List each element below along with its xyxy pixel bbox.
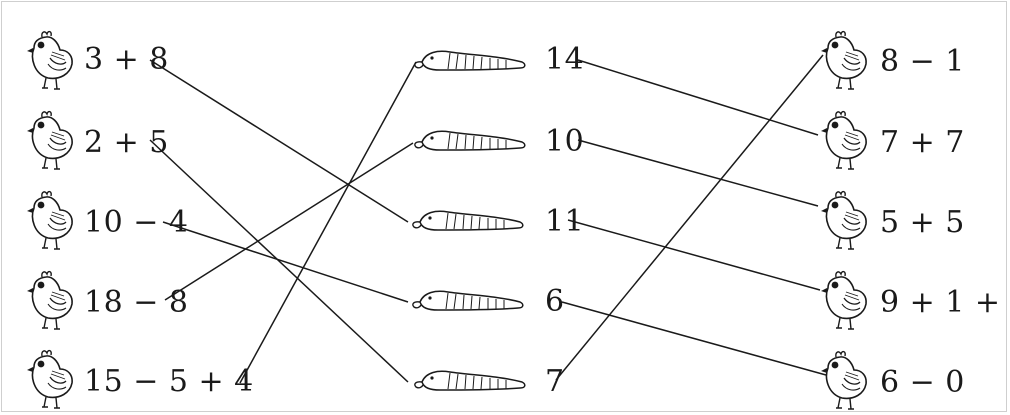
chick-icon bbox=[27, 32, 72, 89]
worm-icon bbox=[415, 371, 525, 390]
link-18minus8-to-10 bbox=[165, 143, 413, 300]
link-15minus5plus4-to-14 bbox=[240, 62, 416, 383]
chick-icon bbox=[27, 272, 72, 329]
chick-icon bbox=[27, 351, 72, 408]
worm-icon bbox=[413, 211, 523, 230]
link-10-to-5plus5 bbox=[578, 140, 818, 206]
link-11-to-9plus1plus1 bbox=[568, 220, 820, 290]
link-3plus8-to-11 bbox=[150, 60, 408, 222]
link-10minus4-to-6 bbox=[163, 222, 408, 302]
chick-icon bbox=[821, 352, 866, 409]
worm-icon bbox=[413, 291, 523, 310]
chick-icon bbox=[821, 112, 866, 169]
link-7-to-8minus1 bbox=[556, 55, 823, 380]
chick-icon bbox=[27, 112, 72, 169]
worm-icon bbox=[415, 131, 525, 150]
chick-icon bbox=[27, 192, 72, 249]
link-2plus5-to-7 bbox=[150, 140, 408, 382]
link-6-to-6minus0 bbox=[562, 302, 826, 375]
chick-icon bbox=[821, 192, 866, 249]
chick-icon bbox=[821, 32, 866, 89]
link-14-to-7plus7 bbox=[578, 60, 818, 135]
worm-icon bbox=[415, 51, 525, 70]
chick-icon bbox=[821, 272, 866, 329]
